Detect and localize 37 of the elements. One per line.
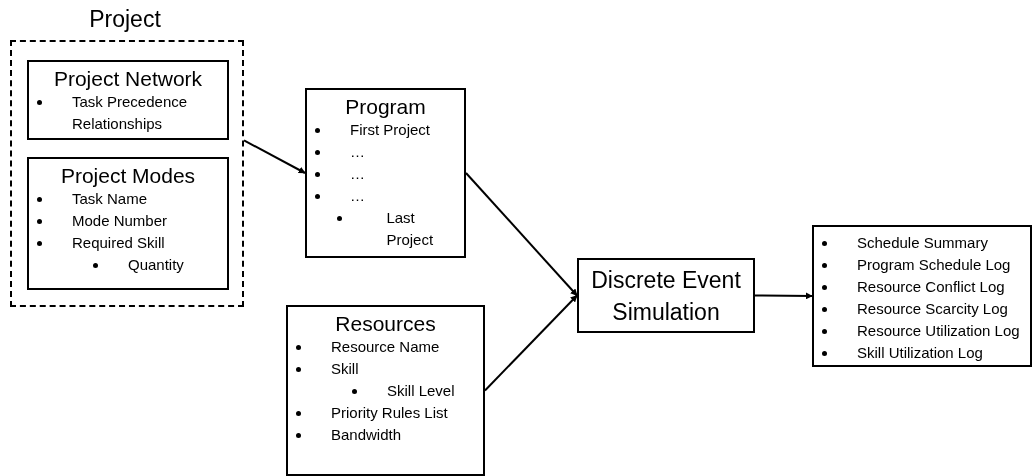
list-item: …: [350, 142, 365, 162]
list-item: Required Skill: [72, 233, 165, 253]
list-item: First Project: [350, 120, 430, 140]
list-item: Skill: [331, 359, 359, 379]
list-item: Quantity: [128, 255, 184, 275]
list-item: Task Precedence Relationships: [72, 92, 189, 134]
node-title: Discrete Event Simulation: [590, 265, 742, 327]
list-item: Resource Scarcity Log: [857, 299, 1008, 319]
list-item: Skill Level: [387, 381, 455, 401]
list-item: …: [350, 164, 365, 184]
list-box: [27, 157, 229, 290]
arrow: [243, 139, 306, 174]
node-title: Program: [344, 94, 427, 119]
list-item: Task Name: [72, 189, 148, 209]
list-box: [27, 60, 229, 140]
arrow: [754, 292, 813, 300]
list-item: Schedule Summary: [857, 233, 988, 253]
list-item: Priority Rules List: [331, 403, 448, 423]
list-item: Resource Utilization Log: [857, 321, 1020, 341]
arrow: [484, 294, 578, 392]
process-box: [577, 258, 755, 333]
list-item: Last Project: [386, 208, 435, 250]
node-title: Project Modes: [59, 163, 197, 188]
list-box: [305, 88, 466, 258]
list-item: Bandwidth: [331, 425, 402, 445]
node-title: Project Network: [52, 66, 204, 91]
arrow: [465, 172, 578, 297]
group-title: Project: [88, 5, 162, 34]
output-list-box: [812, 225, 1032, 367]
list-item: Resource Conflict Log: [857, 277, 1005, 297]
list-item: Skill Utilization Log: [857, 343, 983, 363]
list-item: Mode Number: [72, 211, 168, 231]
list-item: Program Schedule Log: [857, 255, 1011, 275]
list-item: …: [350, 186, 365, 206]
node-title: Resources: [334, 311, 437, 336]
list-item: Resource Name: [331, 337, 440, 357]
list-box: [286, 305, 485, 476]
